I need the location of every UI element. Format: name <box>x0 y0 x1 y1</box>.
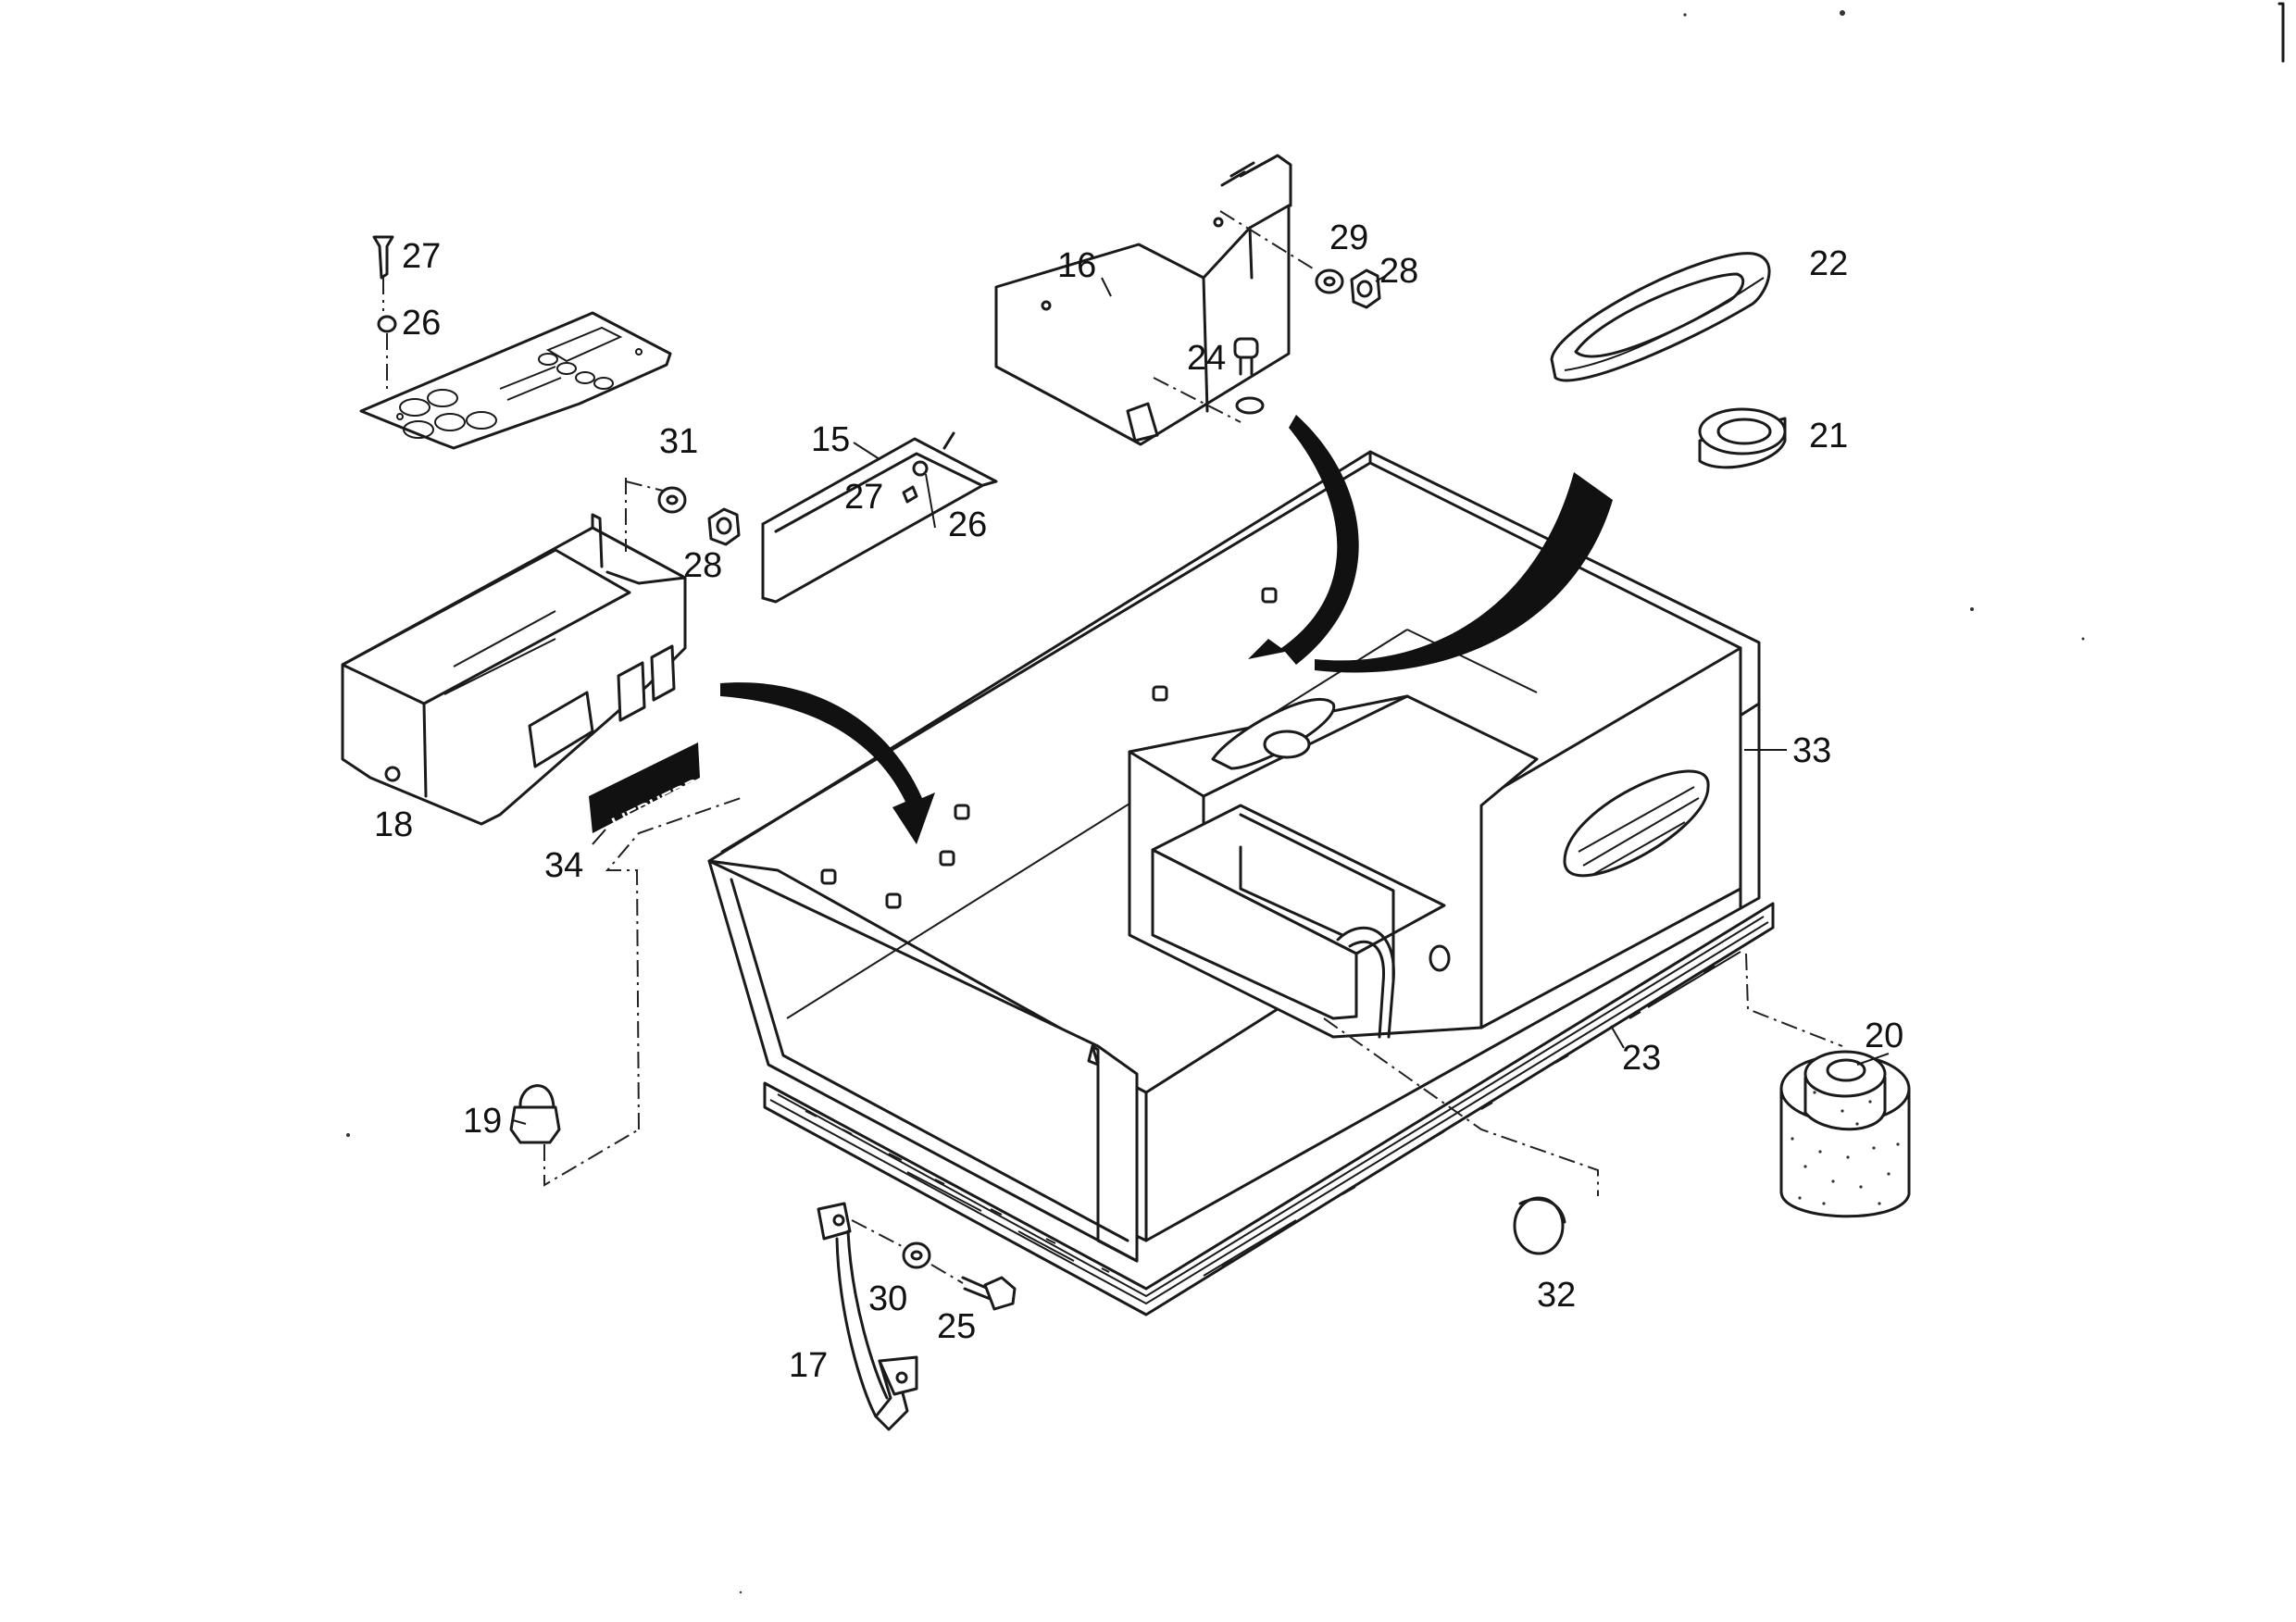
axis-line-19 <box>543 797 742 1187</box>
label-part-29: 29 <box>1329 218 1369 257</box>
label-part-19: 19 <box>463 1102 503 1141</box>
axis-line-20 <box>1745 953 1843 1047</box>
label-part-26-center: 26 <box>948 505 988 544</box>
part-19-buffer <box>509 1084 561 1144</box>
label-part-32: 32 <box>1537 1276 1577 1315</box>
part-21-ring <box>1698 407 1787 469</box>
main-frame-33 <box>707 450 1775 1316</box>
label-part-24: 24 <box>1187 339 1227 378</box>
part-22-oval-gasket <box>1550 252 1771 382</box>
label-part-18: 18 <box>374 805 414 844</box>
part-31-washer <box>657 486 687 514</box>
label-part-25: 25 <box>937 1307 977 1346</box>
skid-texture <box>805 965 1716 1273</box>
label-part-33: 33 <box>1792 731 1832 770</box>
assembly-arrows <box>720 415 1613 844</box>
part-24-bolt <box>1233 337 1265 415</box>
axis-line-25 <box>851 1219 964 1284</box>
label-part-20: 20 <box>1865 1017 1904 1055</box>
part-29-washer <box>1315 268 1344 294</box>
part-27-screw-top <box>372 235 394 280</box>
part-16-bracket-housing <box>994 154 1314 446</box>
label-part-15: 15 <box>811 420 851 459</box>
part-28-nut-right <box>1350 268 1381 309</box>
label-part-17: 17 <box>789 1346 829 1385</box>
part-32-plug <box>1513 1196 1566 1255</box>
part-17-handle-bar <box>817 1202 918 1431</box>
part-28-nut-left <box>707 507 741 546</box>
part-25-bolt <box>961 1276 1017 1311</box>
part-26-washer-top <box>377 315 397 333</box>
label-part-21: 21 <box>1809 417 1849 455</box>
label-part-31: 31 <box>659 422 699 461</box>
part-20-rubber-mount <box>1779 1050 1911 1218</box>
label-part-23: 23 <box>1622 1039 1662 1078</box>
axis-line-27 <box>382 278 388 389</box>
mount-stipple <box>1791 1091 1900 1205</box>
control-cover-plate <box>359 311 672 450</box>
label-part-16: 16 <box>1057 246 1097 285</box>
label-part-28-left: 28 <box>683 546 723 585</box>
label-part-22: 22 <box>1809 244 1849 283</box>
label-part-26-top: 26 <box>402 304 442 343</box>
label-part-27-center: 27 <box>844 478 884 517</box>
part-30-washer <box>902 1241 931 1269</box>
part-18-control-box <box>341 513 687 826</box>
label-part-28-right: 28 <box>1379 252 1419 291</box>
part-34-nameplate: LIEBHERR <box>589 742 704 835</box>
axis-line-32 <box>1323 1017 1599 1196</box>
part-27-screw-center <box>902 485 918 504</box>
axis-line-31 <box>625 478 664 552</box>
label-part-30: 30 <box>868 1279 908 1318</box>
label-part-27-top: 27 <box>402 237 442 276</box>
frame-studs <box>820 587 1278 909</box>
label-part-34: 34 <box>544 846 584 885</box>
part-15-cover-plate <box>761 431 998 604</box>
